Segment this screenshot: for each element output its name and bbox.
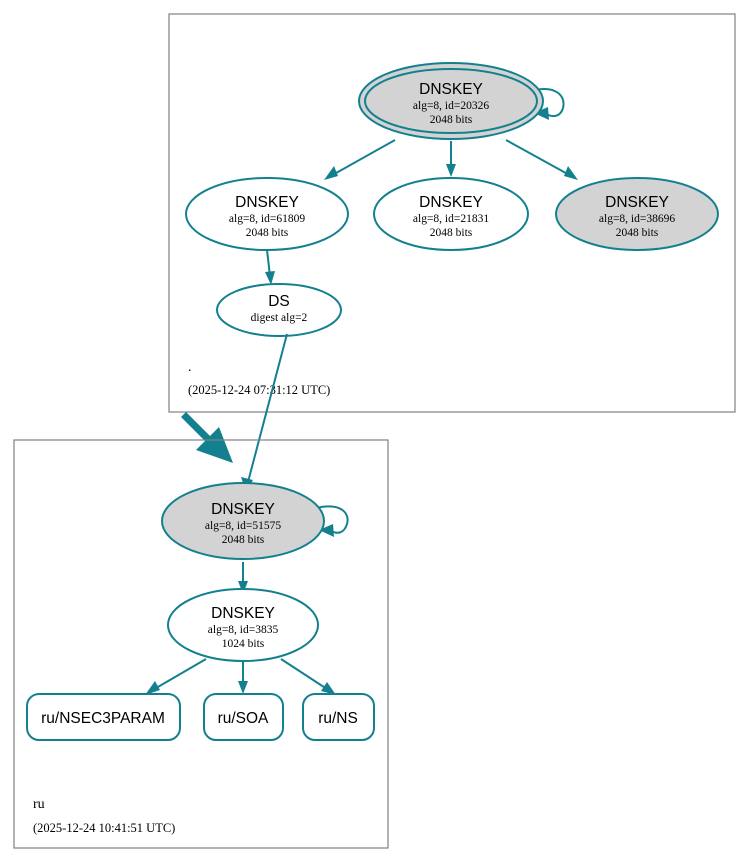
node-root-ksk-20326-size: 2048 bits xyxy=(430,114,473,126)
node-ru-soa-label: ru/SOA xyxy=(218,710,269,727)
node-ru-ksk-51575-detail: alg=8, id=51575 xyxy=(205,520,281,532)
node-ru-zsk-3835-ellipse xyxy=(167,588,319,662)
edge-self-root-ksk-20326 xyxy=(530,88,565,120)
zone-ru-name: ru xyxy=(33,797,45,812)
node-root-ds-detail: digest alg=2 xyxy=(251,312,308,324)
node-root-ds-ellipse xyxy=(216,283,342,337)
edge-ru-ksk-to-zsk xyxy=(238,562,248,594)
zone-root-name: . xyxy=(188,360,192,375)
node-ru-zsk-3835-detail: alg=8, id=3835 xyxy=(208,624,279,636)
edge-root-ksk-to-zsk-61809 xyxy=(324,139,396,180)
node-ru-ksk-51575-title: DNSKEY xyxy=(211,501,275,518)
node-root-zsk-61809-title: DNSKEY xyxy=(235,194,299,211)
zone-root: DNSKEY alg=8, id=20326 2048 bits DNSKEY … xyxy=(168,13,736,413)
node-root-zsk-61809-ellipse xyxy=(185,177,349,251)
node-root-ksk-38696-title: DNSKEY xyxy=(605,194,669,211)
node-root-zsk-21831-ellipse xyxy=(373,177,529,251)
node-root-zsk-21831[interactable]: DNSKEY alg=8, id=21831 2048 bits xyxy=(373,177,529,251)
node-ru-zsk-3835[interactable]: DNSKEY alg=8, id=3835 1024 bits xyxy=(167,588,319,662)
edge-root-ksk-to-ksk-38696 xyxy=(505,139,578,180)
node-ru-nsec3param-label: ru/NSEC3PARAM xyxy=(41,710,165,727)
edge-self-ru-ksk-51575 xyxy=(315,505,349,537)
node-root-zsk-21831-detail: alg=8, id=21831 xyxy=(413,213,489,225)
node-ru-ns-label: ru/NS xyxy=(318,710,358,727)
zone-ru-edges xyxy=(145,505,349,695)
node-root-zsk-61809-detail: alg=8, id=61809 xyxy=(229,213,305,225)
node-root-ksk-38696-detail: alg=8, id=38696 xyxy=(599,213,675,225)
node-root-zsk-61809-size: 2048 bits xyxy=(246,227,289,239)
zone-root-border xyxy=(168,13,736,413)
node-root-zsk-21831-title: DNSKEY xyxy=(419,194,483,211)
edge-root-zsk-to-ds xyxy=(265,249,275,285)
edge-delegation-root-to-ru xyxy=(181,412,233,463)
node-ru-zsk-3835-size: 1024 bits xyxy=(222,638,265,650)
zone-root-edges xyxy=(265,88,578,285)
edge-ru-zsk-to-soa xyxy=(238,661,248,694)
node-ru-ksk-51575-size: 2048 bits xyxy=(222,534,265,546)
node-ru-nsec3param-box xyxy=(26,693,181,741)
node-ru-nsec3param[interactable]: ru/NSEC3PARAM xyxy=(26,693,181,741)
node-root-ds[interactable]: DS digest alg=2 xyxy=(216,283,342,337)
node-root-ksk-20326[interactable]: DNSKEY alg=8, id=20326 2048 bits xyxy=(358,62,544,140)
node-root-ksk-20326-detail: alg=8, id=20326 xyxy=(413,100,489,112)
node-root-zsk-21831-size: 2048 bits xyxy=(430,227,473,239)
node-ru-ksk-51575-ellipse xyxy=(161,482,325,560)
zone-ru-border xyxy=(13,439,389,849)
edge-ru-zsk-to-ns xyxy=(280,658,336,695)
node-root-zsk-61809[interactable]: DNSKEY alg=8, id=61809 2048 bits xyxy=(185,177,349,251)
zone-root-timestamp: (2025-12-24 07:31:12 UTC) xyxy=(188,383,330,397)
edge-ru-zsk-to-nsec3param xyxy=(145,658,207,695)
node-ru-ns-box xyxy=(302,693,375,741)
node-ru-soa-box xyxy=(203,693,284,741)
zone-ru-timestamp: (2025-12-24 10:41:51 UTC) xyxy=(33,821,175,835)
node-root-ksk-38696-ellipse xyxy=(555,177,719,251)
edge-ds-to-ru-ksk xyxy=(241,333,288,492)
node-root-ksk-38696-size: 2048 bits xyxy=(616,227,659,239)
node-ru-zsk-3835-title: DNSKEY xyxy=(211,605,275,622)
node-root-ksk-20326-title: DNSKEY xyxy=(419,81,483,98)
node-ru-ksk-51575[interactable]: DNSKEY alg=8, id=51575 2048 bits xyxy=(161,482,325,560)
node-root-ksk-38696[interactable]: DNSKEY alg=8, id=38696 2048 bits xyxy=(555,177,719,251)
node-ru-ns[interactable]: ru/NS xyxy=(302,693,375,741)
node-root-ksk-20326-inner-ellipse xyxy=(364,68,538,134)
node-ru-soa[interactable]: ru/SOA xyxy=(203,693,284,741)
edge-root-ksk-to-zsk-21831 xyxy=(446,141,456,177)
zone-ru: DNSKEY alg=8, id=51575 2048 bits DNSKEY … xyxy=(13,439,389,849)
node-root-ds-title: DS xyxy=(268,293,290,310)
